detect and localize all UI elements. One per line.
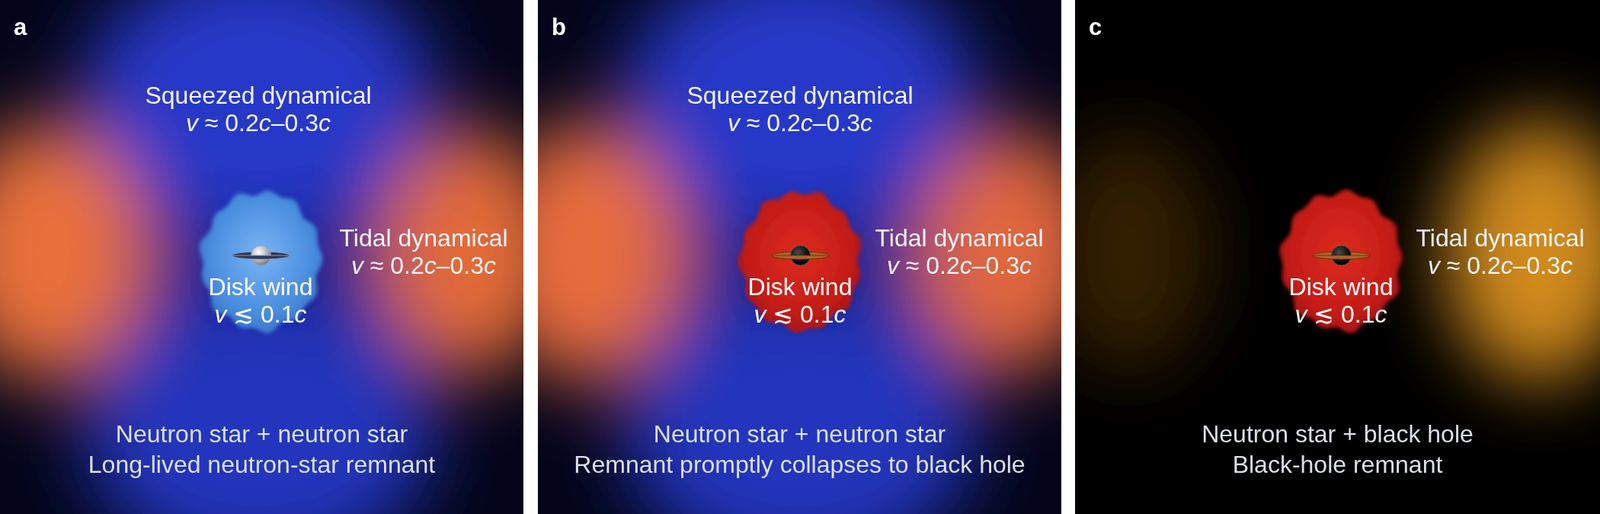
italic-symbol: c: [1375, 300, 1388, 328]
ejecta-label: Squeezed dynamical: [686, 81, 913, 109]
caption-holder: Neutron star + neutron starLong-lived ne…: [0, 418, 524, 480]
italic-symbol: c: [483, 251, 496, 279]
scenario-panel: bNeutron star + neutron starRemnant prom…: [537, 0, 1062, 514]
italic-symbol: v: [185, 108, 199, 137]
caption-holder: Neutron star + neutron starRemnant promp…: [537, 418, 1062, 480]
velocity-label: v ≈ 0.2c–0.3c: [1427, 251, 1573, 279]
italic-symbol: c: [424, 251, 437, 279]
caption-holder: Neutron star + black holeBlack-hole remn…: [1075, 418, 1600, 480]
blob-shape: [198, 190, 323, 333]
italic-symbol: v: [351, 251, 364, 279]
ejecta-label: Tidal dynamical: [339, 224, 508, 252]
italic-symbol: c: [294, 300, 308, 328]
scenario-panel: aNeutron star + neutron starLong-lived n…: [0, 0, 524, 514]
italic-symbol: c: [1019, 251, 1032, 279]
velocity-label: v ≈ 0.2c–0.3c: [727, 108, 873, 137]
blob-outline: [193, 183, 329, 339]
ejecta-label: Tidal dynamical: [874, 224, 1044, 252]
italic-symbol: v: [1294, 300, 1307, 328]
label-holder: Tidal dynamical: [1415, 224, 1584, 252]
label-holder: Tidal dynamical: [874, 224, 1044, 252]
ejecta-label: Tidal dynamical: [1415, 224, 1584, 252]
merger-type: Neutron star + black hole: [1201, 418, 1474, 449]
label-holder: v ≈ 0.2c–0.3c: [1427, 251, 1573, 279]
italic-symbol: c: [860, 108, 873, 137]
panel-letter-holder: c: [1088, 13, 1102, 42]
italic-symbol: v: [1427, 251, 1440, 279]
italic-symbol: v: [886, 251, 900, 279]
panel-c-glow: [1075, 0, 1600, 514]
accretion-disk-front: [231, 255, 290, 260]
italic-symbol: c: [318, 108, 331, 137]
disk-wind-blob: Disk windv ≲ 0.1c: [732, 183, 868, 339]
label-holder: v ≈ 0.2c–0.3c: [185, 108, 331, 137]
ejecta-label: Squeezed dynamical: [144, 81, 372, 109]
label-holder: Squeezed dynamical: [686, 81, 913, 109]
velocity-label: v ≲ 0.1c: [1294, 300, 1387, 328]
accretion-disk-front: [1312, 255, 1370, 260]
italic-symbol: c: [960, 251, 973, 279]
velocity-label: v ≲ 0.1c: [214, 300, 307, 328]
blob-text-holder: Disk windv ≲ 0.1c: [193, 272, 329, 328]
remnant-type: Black-hole remnant: [1232, 448, 1444, 480]
italic-symbol: v: [214, 300, 227, 328]
accretion-disk-front: [771, 255, 829, 260]
italic-symbol: c: [800, 108, 813, 137]
remnant-type: Long-lived neutron-star remnant: [88, 448, 436, 480]
velocity-label: v ≈ 0.2c–0.3c: [185, 108, 331, 137]
label-holder: v ≈ 0.2c–0.3c: [351, 251, 496, 279]
blob-outline: [732, 183, 868, 339]
velocity-label: v ≈ 0.2c–0.3c: [351, 251, 496, 279]
blob-shape: [1279, 188, 1402, 333]
italic-symbol: c: [1500, 251, 1514, 279]
panel-letter: b: [551, 13, 567, 42]
italic-symbol: v: [727, 108, 740, 137]
label-holder: Squeezed dynamical: [144, 81, 372, 109]
remnant-type: Remnant promptly collapses to black hole: [573, 448, 1025, 480]
scenario-panel: cNeutron star + black holeBlack-hole rem…: [1075, 0, 1600, 514]
outflow-name: Disk wind: [1289, 272, 1394, 301]
outflow-name: Disk wind: [208, 272, 314, 301]
italic-symbol: c: [1560, 251, 1573, 279]
label-holder: v ≈ 0.2c–0.3c: [886, 251, 1032, 279]
velocity-label: v ≈ 0.2c–0.3c: [886, 251, 1032, 279]
italic-symbol: c: [834, 300, 847, 328]
panel-letter: a: [13, 13, 27, 42]
blob-text-holder: Disk windv ≲ 0.1c: [732, 272, 868, 328]
label-holder: Tidal dynamical: [339, 224, 508, 252]
disk-wind-blob: Disk windv ≲ 0.1c: [1273, 183, 1409, 339]
panel-b-glow: [537, 0, 1062, 514]
outflow-name: Disk wind: [748, 272, 853, 301]
italic-symbol: v: [753, 300, 766, 328]
merger-type: Neutron star + neutron star: [115, 418, 408, 449]
merger-type: Neutron star + neutron star: [653, 418, 946, 449]
label-holder: v ≈ 0.2c–0.3c: [727, 108, 873, 137]
panel-a-glow: [0, 0, 524, 514]
velocity-label: v ≲ 0.1c: [753, 300, 846, 328]
blob-shape: [737, 191, 861, 333]
panel-letter-holder: a: [13, 13, 27, 42]
panel-letter: c: [1088, 13, 1102, 42]
italic-symbol: c: [259, 108, 272, 137]
panel-letter-holder: b: [551, 13, 567, 42]
blob-outline: [1273, 183, 1409, 339]
blob-text-holder: Disk windv ≲ 0.1c: [1273, 272, 1409, 328]
disk-wind-blob: Disk windv ≲ 0.1c: [193, 183, 329, 339]
